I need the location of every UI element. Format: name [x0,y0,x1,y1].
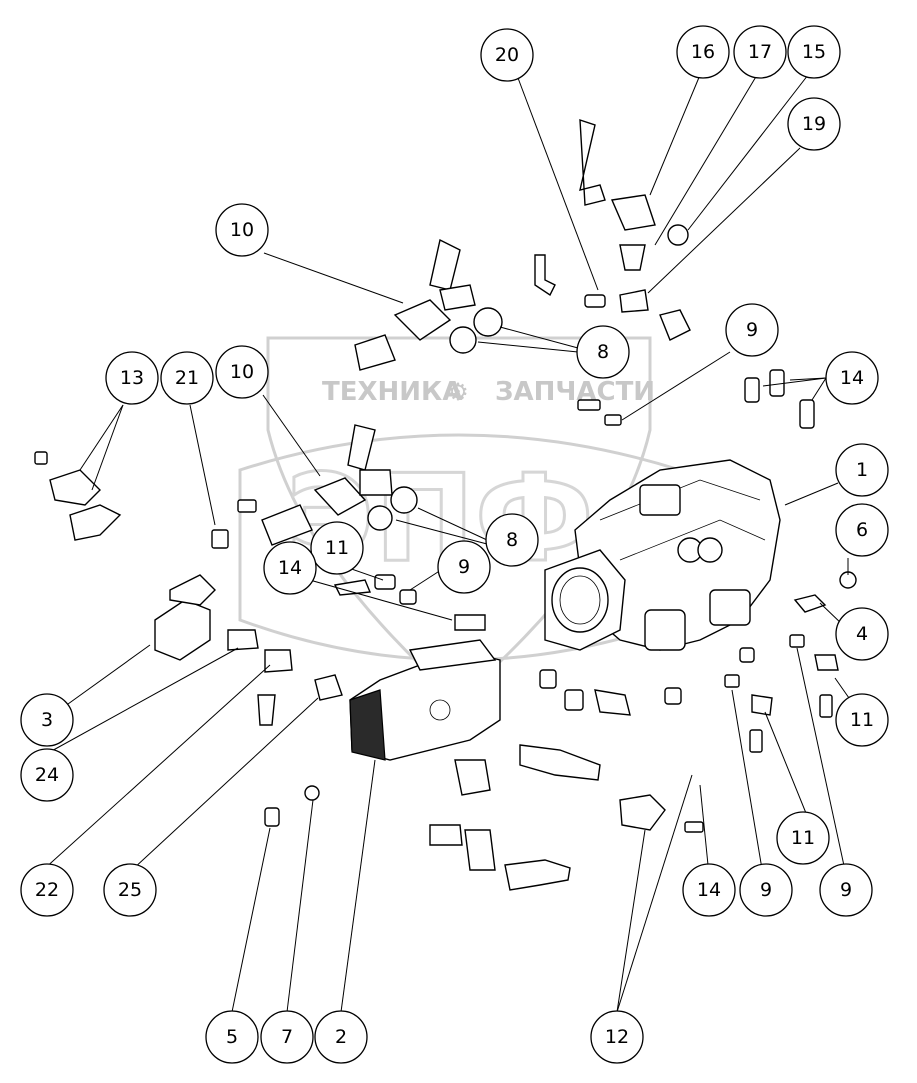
svg-text:6: 6 [856,519,868,541]
svg-text:16: 16 [691,41,715,63]
callout-11-middle: 11 [310,521,364,575]
svg-text:22: 22 [35,879,59,901]
callout-9-top: 9 [725,303,779,357]
svg-text:9: 9 [840,879,852,901]
svg-text:24: 24 [35,764,59,786]
callout-12: 12 [590,1010,644,1064]
svg-text:20: 20 [495,44,519,66]
svg-text:7: 7 [281,1026,293,1048]
watermark-gear-icon: ⚙ [447,378,469,406]
svg-text:19: 19 [802,113,826,135]
svg-text:2: 2 [335,1026,347,1048]
fitting-cluster-top [354,238,503,371]
callout-9-middle: 9 [437,540,491,594]
svg-text:14: 14 [840,367,864,389]
svg-text:3: 3 [41,709,53,731]
svg-text:21: 21 [175,367,199,389]
callout-1: 1 [835,443,889,497]
svg-text:11: 11 [791,827,815,849]
callout-9-bottom-b: 9 [819,863,873,917]
svg-text:11: 11 [325,537,349,559]
callout-13: 13 [105,351,159,405]
callout-16: 16 [676,25,730,79]
svg-text:14: 14 [278,557,302,579]
callout-6: 6 [835,503,889,557]
main-pump [544,459,781,651]
fitting-cluster-lower-left [227,629,343,726]
fitting-cluster-top-right [534,119,691,341]
svg-text:15: 15 [802,41,826,63]
svg-text:9: 9 [458,556,470,578]
valve-block [154,574,216,661]
callout-9-bottom-a: 9 [739,863,793,917]
callout-14-bottom: 14 [682,863,736,917]
svg-text:4: 4 [856,623,868,645]
svg-text:17: 17 [748,41,772,63]
fitting-cluster-right [264,369,857,827]
callout-4: 4 [835,607,889,661]
svg-text:14: 14 [697,879,721,901]
fitting-cluster-bottom [429,744,704,891]
svg-text:9: 9 [746,319,758,341]
callout-3: 3 [20,693,74,747]
svg-text:10: 10 [230,361,254,383]
svg-text:9: 9 [760,879,772,901]
callout-11-lower: 11 [776,811,830,865]
svg-text:10: 10 [230,219,254,241]
svg-text:5: 5 [226,1026,238,1048]
callout-11-right: 11 [835,693,889,747]
callout-25: 25 [103,863,157,917]
callout-10-top: 10 [215,203,269,257]
callout-10-middle: 10 [215,345,269,399]
svg-text:8: 8 [597,341,609,363]
callout-21: 21 [160,351,214,405]
svg-text:12: 12 [605,1026,629,1048]
gear-pump [349,639,501,761]
callout-20: 20 [480,28,534,82]
watermark-text-right: ЗАПЧАСТИ [495,377,655,407]
svg-text:13: 13 [120,367,144,389]
fitting-cluster-left [34,451,257,549]
svg-text:25: 25 [118,879,142,901]
callout-17: 17 [733,25,787,79]
watermark-text-left: ТЕХНИКА [322,377,462,407]
fitting-cluster-middle [261,424,418,546]
callout-2: 2 [314,1010,368,1064]
callout-19: 19 [787,97,841,151]
svg-text:1: 1 [856,459,868,481]
callout-24: 24 [20,748,74,802]
callout-15: 15 [787,25,841,79]
callout-14-middle: 14 [263,541,317,595]
svg-text:11: 11 [850,709,874,731]
callout-5: 5 [205,1010,259,1064]
callout-8-middle: 8 [485,513,539,567]
callout-8-top: 8 [576,325,630,379]
callout-7: 7 [260,1010,314,1064]
callout-14-top-right: 14 [825,351,879,405]
callout-22: 22 [20,863,74,917]
svg-text:8: 8 [506,529,518,551]
